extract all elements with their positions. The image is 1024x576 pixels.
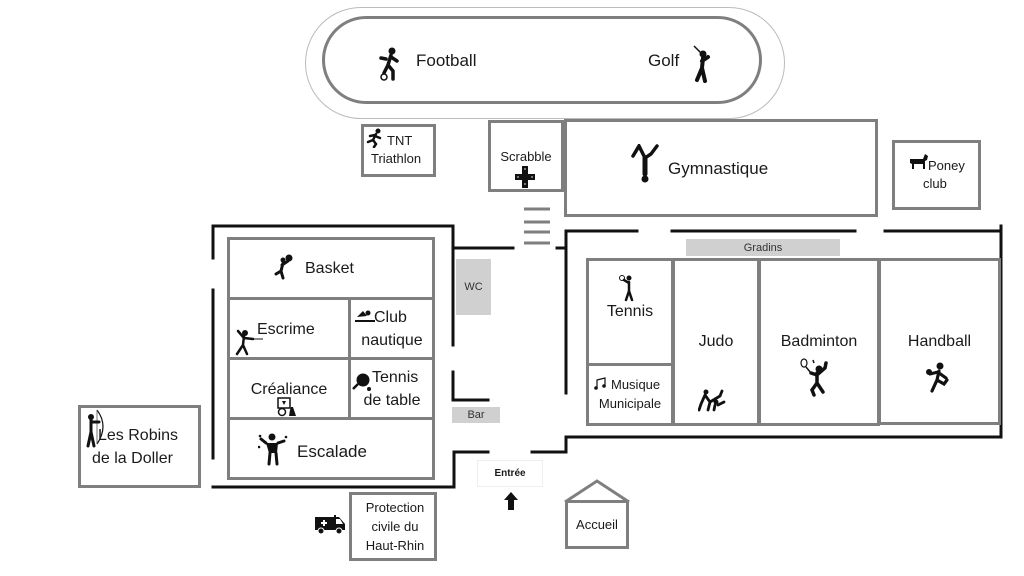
musique-label-line1: Musique	[611, 377, 661, 392]
club-nautique-label-line2: nautique	[361, 332, 423, 349]
golf-label: Golf	[648, 51, 680, 70]
poney-label-line2: club	[923, 176, 947, 191]
bar[interactable]: Bar	[452, 407, 500, 423]
room-poney-club[interactable]	[892, 140, 981, 210]
room-protection-civile[interactable]	[349, 492, 437, 561]
scrabble-label: Scrabble	[500, 149, 552, 164]
room-gymnastique[interactable]	[564, 119, 878, 217]
accueil-roof-icon	[564, 479, 630, 504]
protection-civile-label-line2: civile du	[371, 519, 419, 534]
badminton-player-icon	[800, 358, 828, 397]
room-tnt-triathlon[interactable]	[361, 124, 436, 177]
wall-corridor-left-lower	[451, 370, 490, 402]
protection-civile-label-line1: Protection	[365, 500, 425, 515]
fencer-icon	[235, 329, 263, 356]
robins-label-line2: de la Doller	[92, 450, 173, 467]
stairs	[524, 207, 550, 245]
club-nautique-label-line1: Club	[374, 309, 407, 326]
gradins: Gradins	[686, 239, 840, 256]
horse-icon	[910, 154, 928, 169]
room-handball[interactable]	[878, 258, 1001, 425]
golfer-icon	[693, 45, 710, 83]
judo-icon	[698, 389, 726, 412]
entree-box[interactable]: Entrée	[477, 460, 543, 487]
tennis-de-table-label-line1: Tennis	[372, 369, 419, 386]
room-les-robins-de-la-doller[interactable]	[78, 405, 201, 488]
soccer-player-icon	[379, 47, 399, 81]
scrabble-tile-icon	[515, 166, 535, 188]
wall-entry-left	[211, 450, 490, 489]
handball-label: Handball	[907, 333, 972, 350]
musique-label-line2: Municipale	[598, 396, 662, 411]
tnt-label-line1: TNT	[387, 133, 413, 148]
football-label: Football	[416, 51, 477, 70]
entree-label: Entrée	[494, 468, 526, 479]
tennis-de-table-label-line2: de table	[363, 392, 421, 409]
badminton-label: Badminton	[780, 333, 858, 350]
gymnastique-label: Gymnastique	[668, 159, 769, 178]
tennis-label: Tennis	[606, 303, 654, 320]
judo-label: Judo	[698, 333, 734, 350]
room-accueil[interactable]	[565, 500, 629, 549]
board-game-icon	[277, 397, 296, 417]
swimmer-icon	[355, 310, 375, 322]
poney-label-line1: Poney	[928, 158, 965, 173]
escrime-label: Escrime	[257, 321, 315, 338]
wall-left-top	[211, 224, 455, 347]
room-crealiance[interactable]	[227, 357, 351, 420]
accueil-label: Accueil	[576, 517, 618, 532]
room-club-nautique[interactable]	[348, 297, 435, 360]
arrow-up-icon	[504, 492, 518, 510]
crealiance-label: Créaliance	[250, 381, 328, 398]
ambulance-icon	[315, 515, 345, 535]
robins-label-line1: Les Robins	[98, 427, 179, 444]
basketball-player-icon	[274, 254, 293, 280]
escalade-label: Escalade	[297, 442, 367, 461]
ping-pong-icon	[352, 373, 371, 391]
archer-icon	[86, 409, 104, 448]
outer-track	[305, 7, 785, 119]
wc[interactable]: WC	[456, 259, 491, 315]
wall-entry-right	[530, 224, 1003, 454]
tennis-player-icon	[619, 275, 634, 302]
protection-civile-label-line3: Haut-Rhin	[365, 538, 425, 553]
tnt-label-line2: Triathlon	[371, 151, 422, 166]
room-musique-municipale[interactable]	[586, 363, 674, 426]
runner-icon	[366, 128, 382, 148]
room-basket[interactable]	[227, 237, 435, 300]
room-escalade[interactable]	[227, 417, 435, 480]
room-tennis-de-table[interactable]	[348, 357, 435, 420]
climber-icon	[258, 433, 288, 466]
handball-player-icon	[926, 362, 949, 393]
basket-label: Basket	[305, 260, 354, 277]
music-notes-icon	[594, 377, 606, 390]
gymnast-icon	[631, 144, 659, 183]
